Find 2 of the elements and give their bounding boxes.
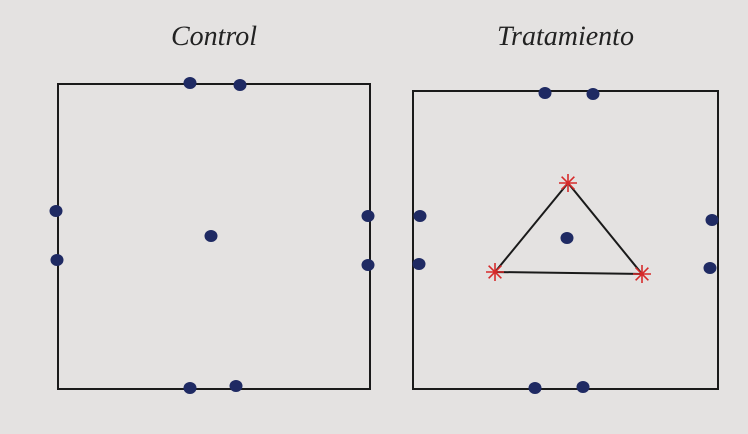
panel-heading: Tratamiento bbox=[496, 20, 635, 54]
panel-heading: Control bbox=[170, 20, 258, 54]
